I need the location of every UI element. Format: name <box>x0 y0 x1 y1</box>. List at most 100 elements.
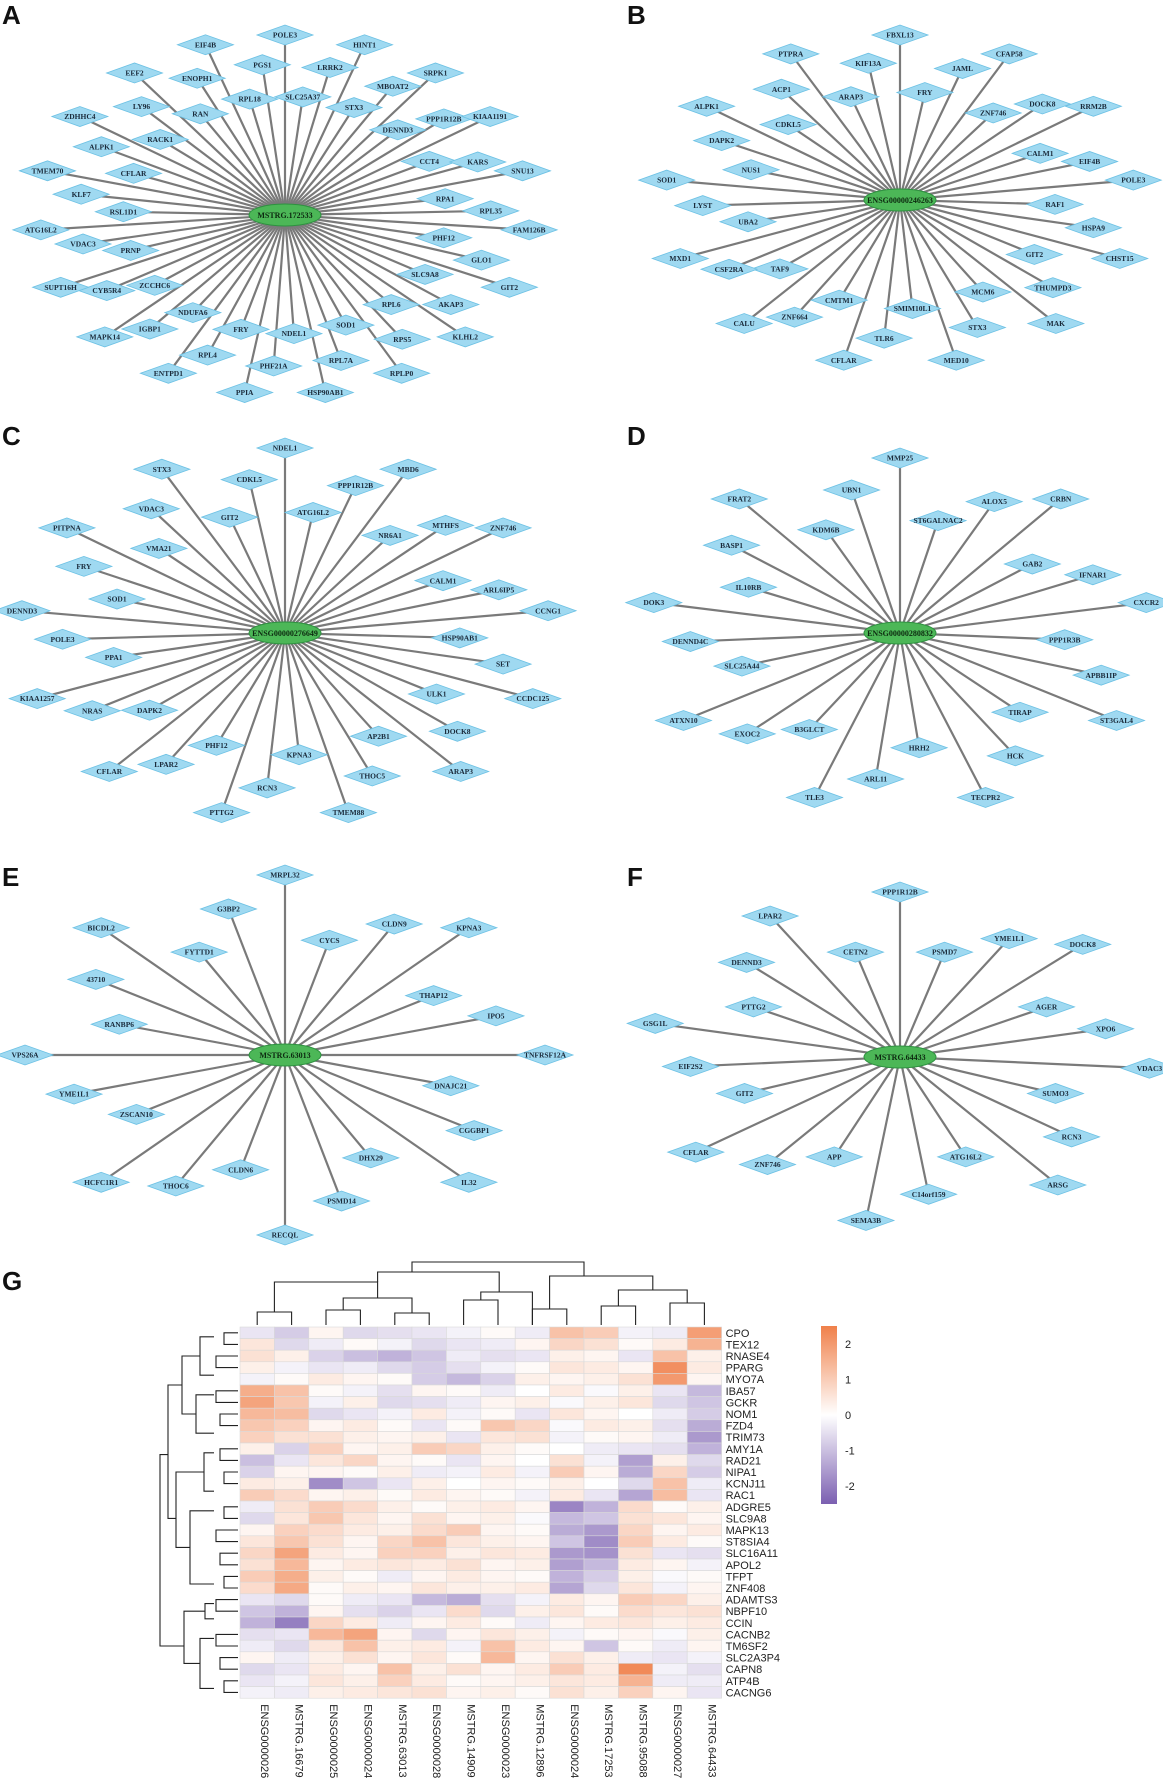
gene-node-fbxl13[interactable]: FBXL13 <box>870 24 930 46</box>
gene-node-znf746[interactable]: ZNF746 <box>738 1154 797 1175</box>
gene-node-cflar[interactable]: CFLAR <box>666 1141 725 1163</box>
gene-node-stx3[interactable]: STX3 <box>132 458 192 480</box>
gene-node-yme1l1[interactable]: YME1L1 <box>44 1083 104 1105</box>
gene-node-slc25a37[interactable]: SLC25A37 <box>273 86 332 108</box>
gene-node-zscan10[interactable]: ZSCAN10 <box>107 1103 166 1125</box>
gene-node-slc25a44[interactable]: SLC25A44 <box>712 655 772 677</box>
gene-node-calm1[interactable]: CALM1 <box>1010 142 1070 164</box>
gene-node-hint1[interactable]: HINT1 <box>335 34 394 56</box>
gene-node-fry[interactable]: FRY <box>211 318 271 340</box>
gene-node-zdhhc4[interactable]: ZDHHC4 <box>50 106 110 127</box>
gene-node-acp1[interactable]: ACP1 <box>752 78 811 100</box>
gene-node-cycs[interactable]: CYCS <box>300 929 359 951</box>
hub-node[interactable]: MSTRG.172533 <box>248 203 322 227</box>
gene-node-phf21a[interactable]: PHF21A <box>244 355 303 377</box>
gene-node-hspa9[interactable]: HSPA9 <box>1064 217 1123 239</box>
gene-node-ifnar1[interactable]: IFNAR1 <box>1063 564 1123 586</box>
gene-node-ccdc125[interactable]: CCDC125 <box>503 688 562 710</box>
hub-node[interactable]: ENSG00000280832 <box>863 621 937 645</box>
gene-node-exoc2[interactable]: EXOC2 <box>718 723 777 745</box>
gene-node-cyb5r4[interactable]: CYB5R4 <box>77 280 136 302</box>
gene-node-thap12[interactable]: THAP12 <box>404 985 463 1007</box>
gene-node-zcchc6[interactable]: ZCCHC6 <box>125 274 184 296</box>
gene-node-hsp90ab1[interactable]: HSP90AB1 <box>430 627 489 649</box>
gene-node-psmd14[interactable]: PSMD14 <box>312 1190 371 1212</box>
gene-node-ran[interactable]: RAN <box>171 103 230 125</box>
gene-node-psmd7[interactable]: PSMD7 <box>915 941 974 963</box>
gene-node-csf2ra[interactable]: CSF2RA <box>699 258 759 280</box>
gene-node-git2[interactable]: GIT2 <box>1005 244 1064 265</box>
gene-node-rpl4[interactable]: RPL4 <box>178 344 237 366</box>
gene-node-pole3[interactable]: POLE3 <box>33 628 92 650</box>
gene-node-uba2[interactable]: UBA2 <box>718 211 778 233</box>
gene-node-43710[interactable]: 43710 <box>66 968 126 990</box>
gene-node-kpna3[interactable]: KPNA3 <box>439 917 499 939</box>
gene-node-cldn6[interactable]: CLDN6 <box>211 1159 270 1181</box>
gene-node-fyttd1[interactable]: FYTTD1 <box>170 941 229 963</box>
gene-node-crbn[interactable]: CRBN <box>1031 488 1090 510</box>
gene-node-thumpd3[interactable]: THUMPD3 <box>1023 277 1083 299</box>
gene-node-ndel1[interactable]: NDEL1 <box>255 437 315 459</box>
gene-node-sod1[interactable]: SOD1 <box>87 588 147 610</box>
gene-node-stx3[interactable]: STX3 <box>324 97 384 118</box>
gene-node-ager[interactable]: AGER <box>1017 996 1076 1018</box>
gene-node-ppp1r12b[interactable]: PPP1R12B <box>870 881 930 903</box>
gene-node-ndufa6[interactable]: NDUFA6 <box>163 302 223 324</box>
gene-node-dennd4c[interactable]: DENND4C <box>661 631 720 652</box>
gene-node-klf7[interactable]: KLF7 <box>51 183 111 205</box>
gene-node-znf746[interactable]: ZNF746 <box>473 517 533 539</box>
gene-node-arl11[interactable]: ARL11 <box>846 768 905 790</box>
hub-node[interactable]: ENSG00000246263 <box>863 188 937 212</box>
gene-node-dock8[interactable]: DOCK8 <box>1013 93 1072 115</box>
gene-node-rpl35[interactable]: RPL35 <box>461 200 520 222</box>
gene-node-sod1[interactable]: SOD1 <box>316 314 376 336</box>
gene-node-dennd3[interactable]: DENND3 <box>717 951 776 973</box>
gene-node-znf664[interactable]: ZNF664 <box>765 306 824 328</box>
gene-node-sod1[interactable]: SOD1 <box>637 169 696 191</box>
gene-node-rplp0[interactable]: RPLP0 <box>372 362 431 384</box>
gene-node-eef2[interactable]: EEF2 <box>105 62 164 84</box>
gene-node-prnp[interactable]: PRNP <box>101 240 160 261</box>
gene-node-rsl1d1[interactable]: RSL1D1 <box>94 201 153 223</box>
gene-node-snu13[interactable]: SNU13 <box>493 160 552 182</box>
gene-node-nus1[interactable]: NUS1 <box>721 159 781 181</box>
gene-node-kiaa1257[interactable]: KIAA1257 <box>8 688 67 710</box>
gene-node-tnfrsf12a[interactable]: TNFRSF12A <box>515 1044 575 1066</box>
gene-node-vma21[interactable]: VMA21 <box>129 537 189 559</box>
gene-node-st6galnac2[interactable]: ST6GALNAC2 <box>908 510 968 532</box>
gene-node-lpar2[interactable]: LPAR2 <box>740 905 800 927</box>
gene-node-rack1[interactable]: RACK1 <box>130 129 190 150</box>
gene-node-hck[interactable]: HCK <box>986 745 1045 767</box>
gene-node-ubn1[interactable]: UBN1 <box>822 479 881 501</box>
gene-node-cdkl5[interactable]: CDKL5 <box>220 469 279 491</box>
gene-node-srpk1[interactable]: SRPK1 <box>406 62 465 84</box>
gene-node-cflar[interactable]: CFLAR <box>104 162 163 184</box>
gene-node-vdac3[interactable]: VDAC3 <box>1120 1057 1163 1079</box>
gene-node-hrh2[interactable]: HRH2 <box>889 737 949 759</box>
gene-node-vdac3[interactable]: VDAC3 <box>53 233 113 255</box>
gene-node-pole3[interactable]: POLE3 <box>1104 169 1163 191</box>
gene-node-arap3[interactable]: ARAP3 <box>431 761 490 782</box>
gene-node-pttg2[interactable]: PTTG2 <box>192 802 251 824</box>
gene-node-sumo3[interactable]: SUMO3 <box>1026 1083 1085 1104</box>
gene-node-arap3[interactable]: ARAP3 <box>821 86 881 108</box>
gene-node-atg16l2[interactable]: ATG16L2 <box>283 502 343 523</box>
gene-node-rrm2b[interactable]: RRM2B <box>1064 95 1123 117</box>
gene-node-lrrk2[interactable]: LRRK2 <box>300 57 360 78</box>
gene-node-git2[interactable]: GIT2 <box>480 276 539 298</box>
gene-node-znf746[interactable]: ZNF746 <box>963 102 1023 124</box>
gene-node-fam126b[interactable]: FAM126B <box>499 219 559 241</box>
gene-node-ppia[interactable]: PPIA <box>215 382 274 403</box>
gene-node-med10[interactable]: MED10 <box>927 349 986 371</box>
gene-node-dock8[interactable]: DOCK8 <box>1053 933 1112 955</box>
gene-node-ly96[interactable]: LY96 <box>112 96 171 118</box>
gene-node-tmem88[interactable]: TMEM88 <box>319 802 378 824</box>
gene-node-bicdl2[interactable]: BICDL2 <box>71 917 131 939</box>
gene-node-apbb1ip[interactable]: APBB1IP <box>1071 664 1131 686</box>
gene-node-ppa1[interactable]: PPA1 <box>84 646 143 668</box>
gene-node-cfap58[interactable]: CFAP58 <box>980 43 1039 65</box>
gene-node-igbp1[interactable]: IGBP1 <box>120 318 180 340</box>
gene-node-mxd1[interactable]: MXD1 <box>651 248 710 269</box>
gene-node-rcn3[interactable]: RCN3 <box>1042 1126 1101 1148</box>
gene-node-ndel1[interactable]: NDEL1 <box>264 323 324 345</box>
